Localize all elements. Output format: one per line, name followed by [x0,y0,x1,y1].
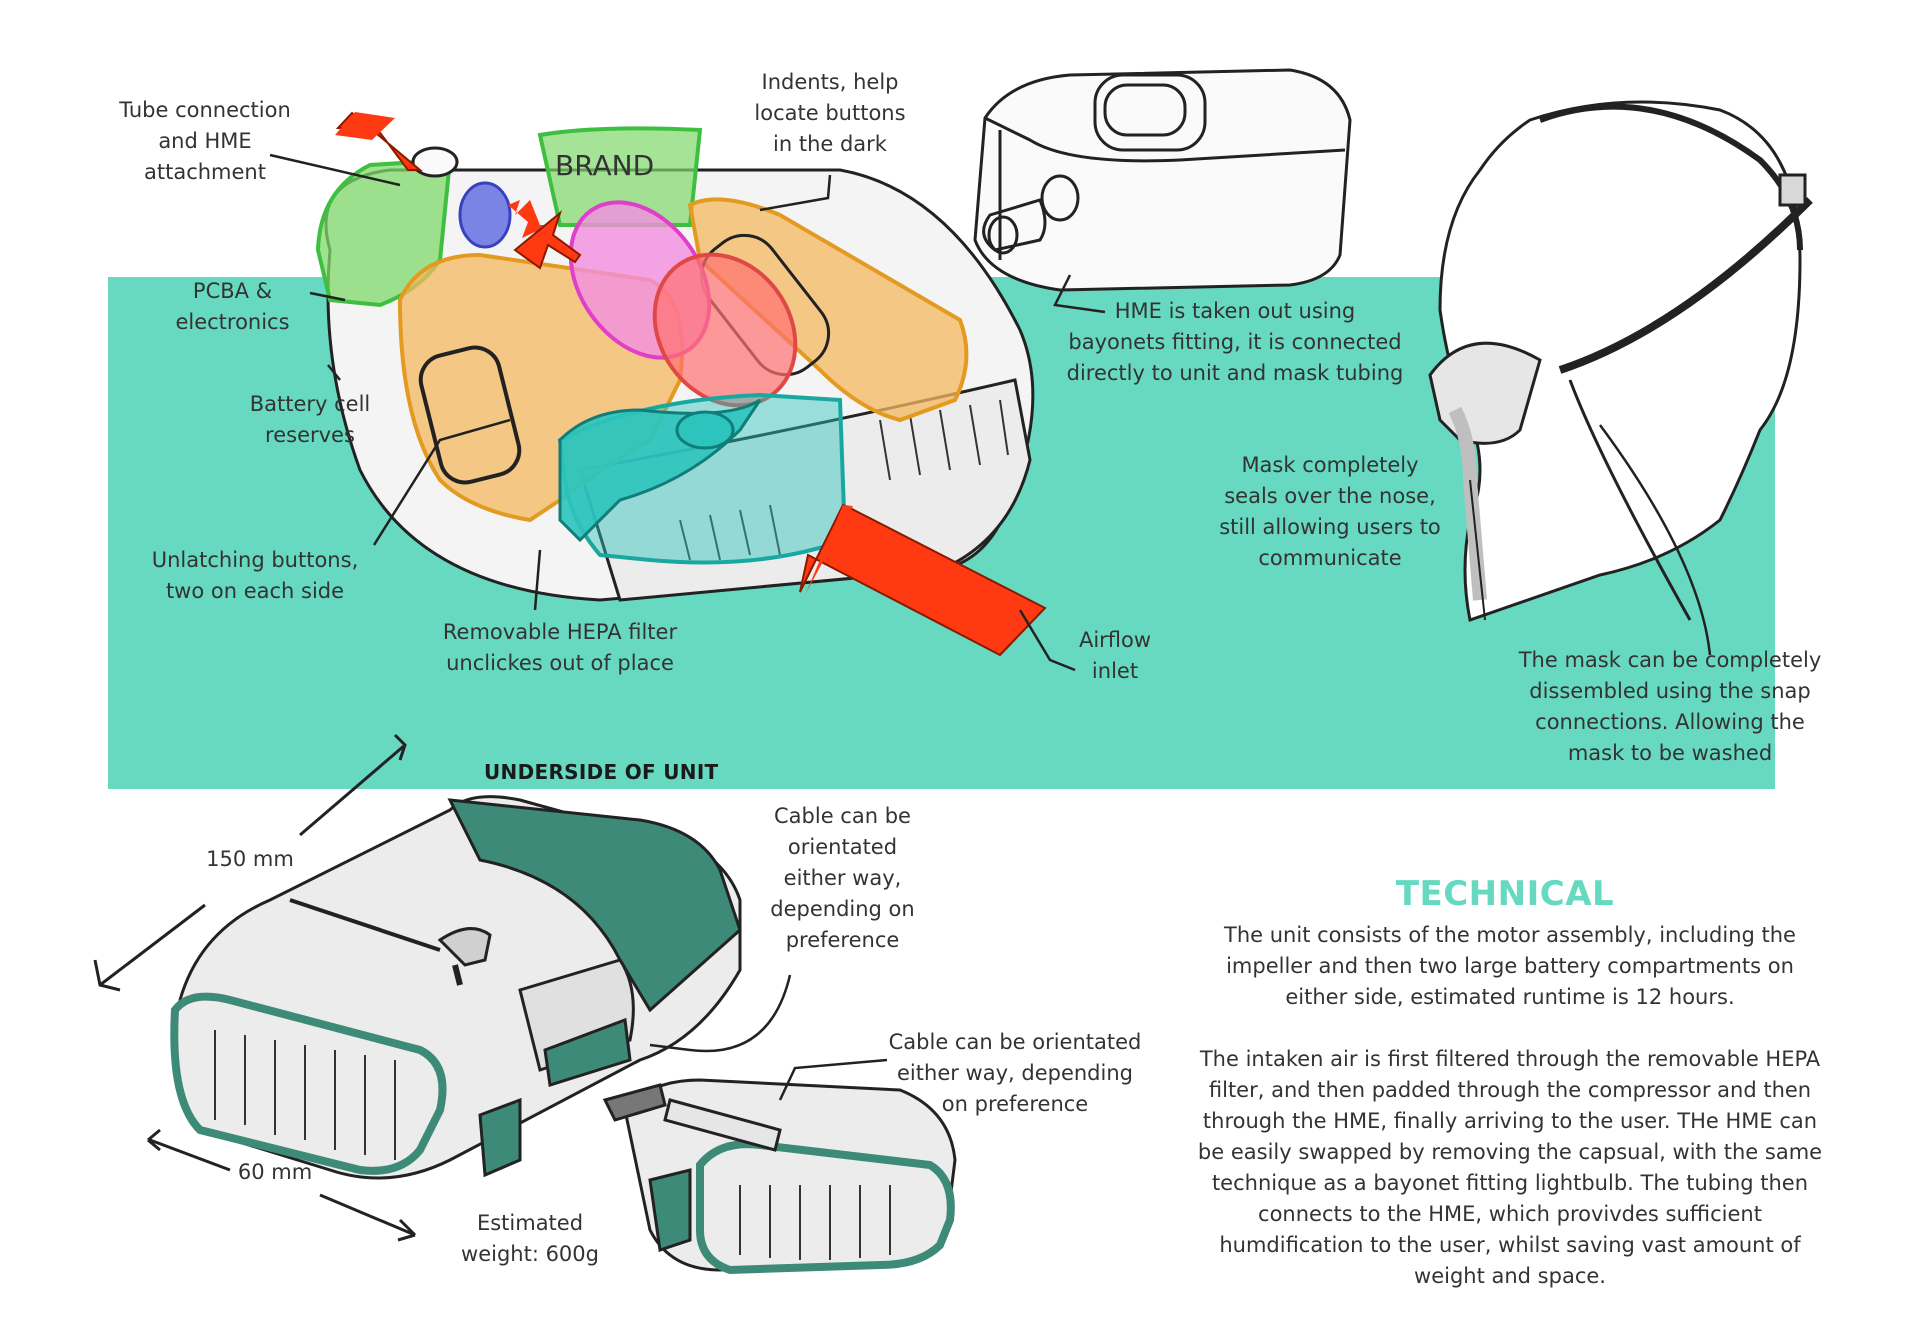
label-mask-seal: Mask completely seals over the nose, sti… [1219,453,1441,570]
label-unlatching: Unlatching buttons, two on each side [151,548,359,603]
small-unit-sketch [602,1078,957,1275]
label-indents: Indents, help locate buttons in the dark [754,70,906,156]
mask-head-sketch [1428,100,1813,622]
label-hme: HME is taken out using bayonets fitting,… [1066,299,1404,385]
underside-heading: UNDERSIDE OF UNIT [484,760,719,784]
leader-lines [269,153,1712,1101]
technical-body: The unit consists of the motor assembly,… [1197,923,1823,1288]
label-tube-connection: Tube connection and HME attachment [119,98,291,184]
dimension-arrows [93,733,417,1242]
hme-unit-sketch [973,68,1352,292]
label-pcba: PCBA & electronics [175,279,290,334]
technical-title: TECHNICAL [1395,874,1615,914]
label-dim-60: 60 mm [237,1160,313,1184]
brand-mark: BRAND [555,149,654,182]
label-cable-1: Cable can be orientated either way, depe… [770,804,915,952]
label-hepa: Removable HEPA filter unclickes out of p… [442,620,678,675]
main-unit-sketch: BRAND [315,111,1047,657]
label-cable-2: Cable can be orientated either way, depe… [888,1030,1142,1116]
underside-unit-sketch [170,795,742,1180]
label-weight: Estimated weight: 600g [461,1211,599,1266]
label-dim-150: 150 mm [206,847,294,871]
label-mask-wash: The mask can be completely dissembled us… [1518,648,1822,765]
label-airflow: Airflow inlet [1078,628,1152,683]
label-battery: Battery cell reserves [249,392,371,447]
